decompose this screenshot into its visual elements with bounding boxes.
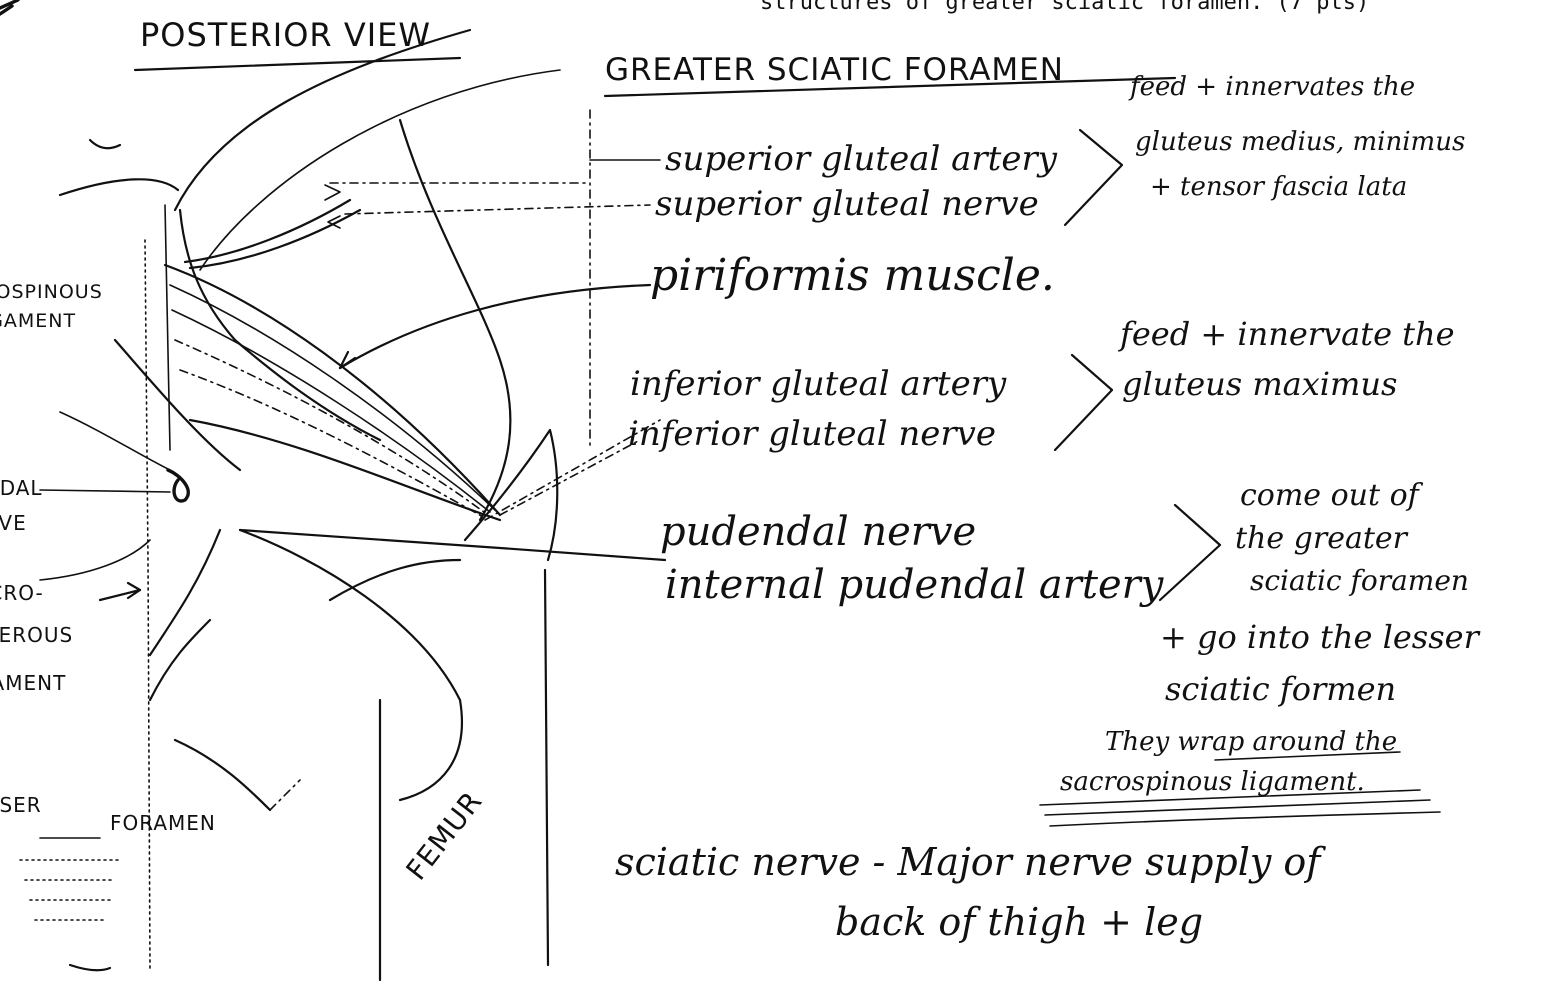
note-superior-function-2: gluteus medius, minimus <box>1135 127 1465 157</box>
corner-mark <box>0 0 18 14</box>
note-pudendal-nerve: pudendal nerve <box>660 509 976 555</box>
label-sacrospinous-1: SACROSPINOUS <box>0 281 103 303</box>
inferior-brace <box>1055 355 1112 450</box>
note-pudendal-function-3: sciatic foramen <box>1250 564 1469 597</box>
note-superior-function-1: feed + innervates the <box>1128 72 1415 102</box>
view-title: POSTERIOR VIEW <box>140 16 431 54</box>
label-sacrotuberous-1: SACRO- <box>0 581 44 605</box>
note-pudendal-function-5: sciatic formen <box>1165 670 1396 708</box>
pelvis-sketch <box>20 30 660 980</box>
note-superior-function-3: + tensor fascia lata <box>1150 172 1407 202</box>
note-superior-artery: superior gluteal artery <box>665 139 1058 179</box>
label-lesser-foramen-1: LESSER <box>0 793 42 817</box>
note-internal-pudendal: internal pudendal artery <box>665 562 1165 608</box>
note-sciatic-1: sciatic nerve - Major nerve supply of <box>615 840 1326 884</box>
note-pudendal-function-4: + go into the lesser <box>1160 618 1481 656</box>
label-femur: FEMUR <box>400 785 489 886</box>
note-pudendal-function-2: the greater <box>1235 521 1409 556</box>
pudendal-brace <box>1160 505 1220 600</box>
note-superior-nerve: superior gluteal nerve <box>655 184 1039 224</box>
label-lesser-foramen-2: FORAMEN <box>110 811 216 835</box>
note-piriformis: piriformis muscle. <box>650 250 1055 301</box>
note-inferior-nerve: inferior gluteal nerve <box>628 414 996 454</box>
note-inferior-artery: inferior gluteal artery <box>630 364 1007 404</box>
note-inferior-function-1: feed + innervate the <box>1118 315 1455 353</box>
note-pudendal-function-7: sacrospinous ligament. <box>1060 767 1365 797</box>
view-title-underline <box>135 58 460 70</box>
note-sciatic-2: back of thigh + leg <box>835 900 1203 944</box>
note-inferior-function-2: gluteus maximus <box>1122 365 1397 403</box>
note-pudendal-function-1: come out of <box>1240 478 1424 513</box>
label-pudendal-2: NERVE <box>0 511 27 535</box>
label-sacrospinous-2: LIGAMENT <box>0 310 76 332</box>
label-pudendal-1: PUDENDAL <box>0 476 43 500</box>
superior-brace <box>1065 130 1122 225</box>
question-header: structures of greater sciatic foramen. (… <box>760 0 1369 15</box>
note-pudendal-function-6: They wrap around the <box>1105 727 1397 757</box>
label-sacrotuberous-2: TUBEROUS <box>0 623 73 647</box>
label-sacrotuberous-3: LIGAMENT <box>0 671 66 695</box>
